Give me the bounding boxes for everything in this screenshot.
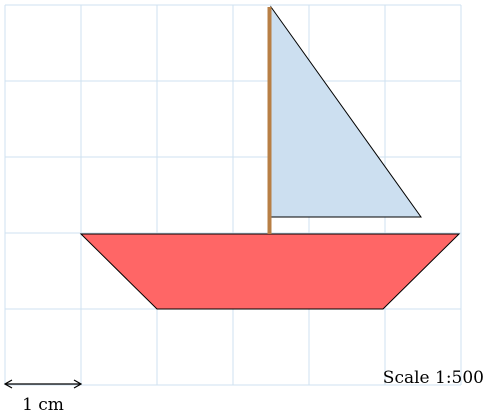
scale-ratio-text: Scale 1:500	[383, 368, 484, 388]
scale-bar-arrow-right	[73, 379, 83, 389]
scale-bar-arrow-left	[3, 379, 13, 389]
scale-bar	[3, 379, 83, 389]
hull	[79, 233, 461, 310]
sail	[270, 5, 422, 218]
scale-bar-label: 1 cm	[22, 395, 64, 415]
